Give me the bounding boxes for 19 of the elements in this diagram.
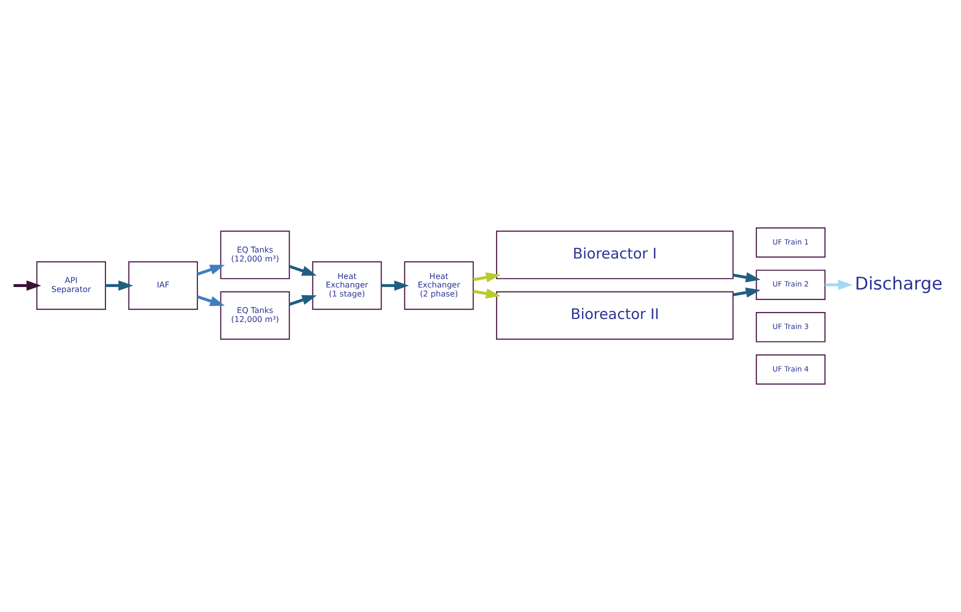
arrow	[13, 280, 41, 291]
arrow	[380, 280, 408, 291]
node-box: UF Train 3	[755, 312, 826, 342]
arrow	[288, 264, 316, 276]
arrow	[472, 272, 500, 282]
arrow	[196, 264, 224, 276]
node-box: Bioreactor II	[496, 291, 734, 340]
node-box: UF Train 4	[755, 354, 826, 385]
arrow	[472, 288, 500, 299]
arrow	[196, 295, 224, 306]
node-text: Discharge	[854, 274, 942, 294]
arrow	[288, 295, 316, 306]
arrow	[105, 280, 133, 291]
arrow	[824, 280, 852, 290]
node-box: UF Train 1	[755, 227, 826, 258]
arrow	[732, 272, 760, 282]
node-box: UF Train 2	[755, 270, 826, 300]
node-box: Bioreactor I	[496, 230, 734, 280]
arrow	[732, 288, 760, 298]
